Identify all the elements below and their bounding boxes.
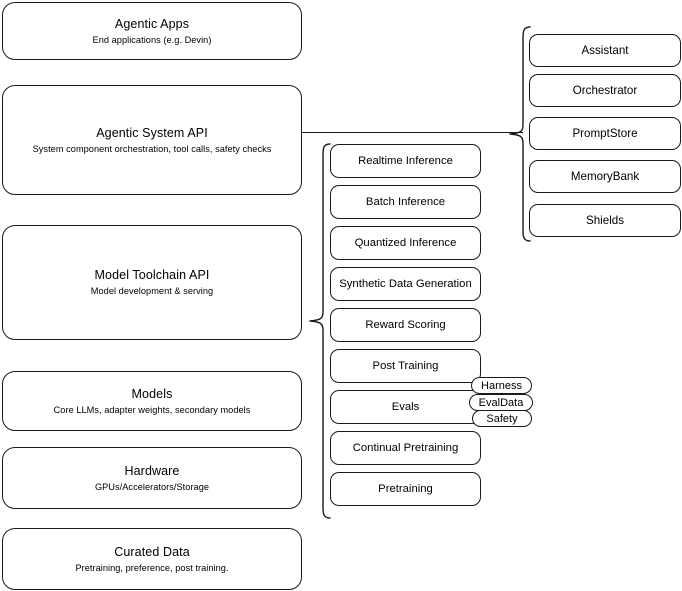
toolchain-box-continual-pretraining[interactable]: Continual Pretraining [330, 431, 481, 465]
toolchain-label: Post Training [372, 360, 439, 372]
layer-title: Curated Data [114, 544, 190, 559]
toolchain-box-synthetic-data-generation[interactable]: Synthetic Data Generation [330, 267, 481, 301]
system-box-assistant[interactable]: Assistant [529, 34, 681, 67]
layer-subtitle: End applications (e.g. Devin) [92, 34, 212, 45]
system-box-promptstore[interactable]: PromptStore [529, 117, 681, 150]
layer-title: Models [131, 386, 173, 401]
layer-subtitle: Pretraining, preference, post training. [75, 562, 229, 573]
toolchain-box-quantized-inference[interactable]: Quantized Inference [330, 226, 481, 260]
layer-title: Agentic System API [96, 125, 208, 140]
toolchain-box-evals[interactable]: Evals [330, 390, 481, 424]
layer-subtitle: GPUs/Accelerators/Storage [94, 481, 210, 492]
system-label: PromptStore [572, 127, 638, 140]
system-label: Orchestrator [572, 84, 638, 97]
toolchain-box-pretraining[interactable]: Pretraining [330, 472, 481, 506]
layer-subtitle: System component orchestration, tool cal… [32, 143, 272, 154]
layer-box-agentic-system-api[interactable]: Agentic System API System component orch… [2, 85, 302, 195]
toolchain-label: Synthetic Data Generation [339, 278, 472, 290]
brace-system-components [509, 26, 531, 242]
connector-line-system-api-to-components [302, 132, 523, 134]
evals-pill-safety[interactable]: Safety [472, 410, 532, 427]
layer-title: Agentic Apps [114, 16, 190, 31]
layer-box-models[interactable]: Models Core LLMs, adapter weights, secon… [2, 371, 302, 431]
system-label: Shields [585, 214, 625, 227]
evals-pill-harness[interactable]: Harness [471, 377, 532, 394]
system-box-orchestrator[interactable]: Orchestrator [529, 74, 681, 107]
layer-box-agentic-apps[interactable]: Agentic Apps End applications (e.g. Devi… [2, 2, 302, 60]
layer-box-model-toolchain-api[interactable]: Model Toolchain API Model development & … [2, 225, 302, 340]
layer-subtitle: Core LLMs, adapter weights, secondary mo… [53, 404, 251, 415]
toolchain-label: Reward Scoring [365, 319, 446, 331]
system-box-shields[interactable]: Shields [529, 204, 681, 237]
evals-pill-evaldata[interactable]: EvalData [469, 394, 533, 411]
system-label: MemoryBank [570, 170, 640, 183]
toolchain-label: Continual Pretraining [352, 442, 459, 454]
toolchain-box-reward-scoring[interactable]: Reward Scoring [330, 308, 481, 342]
toolchain-label: Pretraining [378, 483, 433, 495]
toolchain-box-batch-inference[interactable]: Batch Inference [330, 185, 481, 219]
layer-box-hardware[interactable]: Hardware GPUs/Accelerators/Storage [2, 447, 302, 509]
brace-toolchain-components [309, 143, 331, 519]
toolchain-label: Realtime Inference [358, 155, 453, 167]
evals-pill-label: Safety [486, 412, 518, 425]
toolchain-label: Evals [391, 401, 420, 413]
system-label: Assistant [581, 44, 629, 57]
layer-box-curated-data[interactable]: Curated Data Pretraining, preference, po… [2, 528, 302, 590]
system-box-memorybank[interactable]: MemoryBank [529, 160, 681, 193]
toolchain-box-realtime-inference[interactable]: Realtime Inference [330, 144, 481, 178]
layer-title: Model Toolchain API [94, 268, 210, 282]
layer-subtitle: Model development & serving [90, 286, 214, 296]
layer-title: Hardware [124, 463, 180, 478]
evals-pill-label: Harness [481, 379, 522, 392]
toolchain-label: Batch Inference [365, 196, 446, 208]
toolchain-label: Quantized Inference [354, 237, 457, 249]
evals-pill-label: EvalData [478, 396, 524, 409]
toolchain-box-post-training[interactable]: Post Training [330, 349, 481, 383]
